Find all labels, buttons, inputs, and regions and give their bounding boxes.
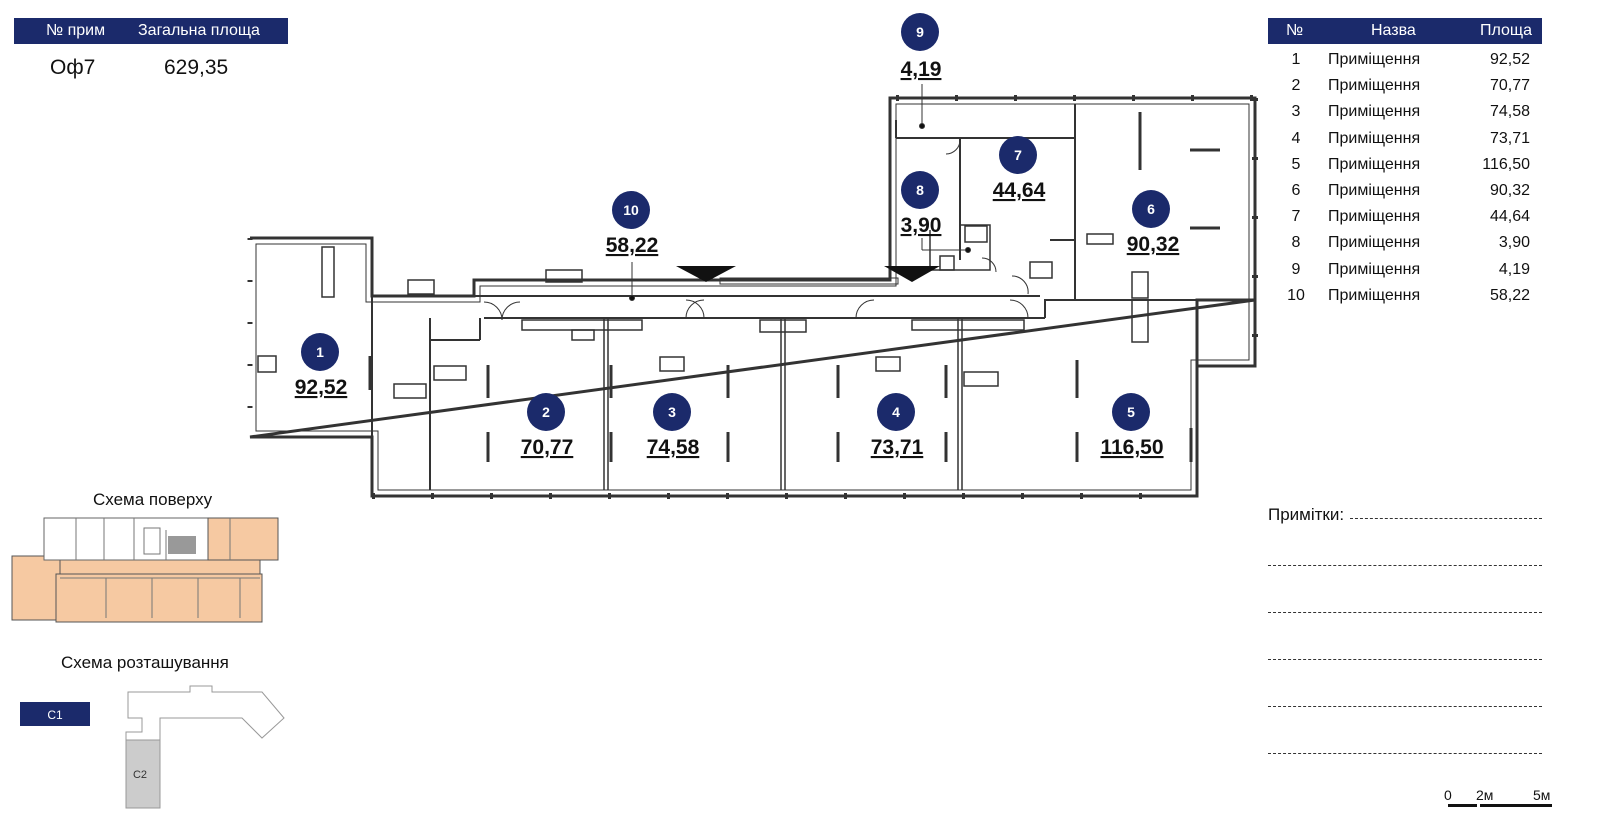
summary-col-no: № прим (46, 22, 106, 39)
rooms-col-name: Назва (1371, 22, 1416, 39)
entrance-marker (676, 266, 736, 282)
room-number: 10 (623, 202, 639, 218)
room-label-9: 9 4,19 (901, 13, 942, 81)
plan-walls (247, 95, 1258, 499)
summary-header: № прим Загальна площа (14, 18, 288, 44)
entrance-marker (884, 266, 940, 282)
notes-line (1268, 659, 1542, 660)
section-c2-label: С2 (133, 769, 147, 781)
room-label-2: 2 70,77 (521, 393, 574, 459)
total-area: 629,35 (164, 56, 229, 79)
floor-scheme-thumbnail (11, 517, 279, 623)
room-label-8: 8 3,90 (901, 171, 942, 237)
room-number: 2 (542, 404, 550, 420)
room-area: 73,71 (871, 436, 924, 459)
room-number: 3 (668, 404, 676, 420)
room-number: 7 (1014, 147, 1022, 163)
notes-line (1268, 706, 1542, 707)
room-label-6: 6 90,32 (1127, 190, 1180, 256)
room-number: 5 (1127, 404, 1135, 420)
location-scheme: С1 С2 (20, 685, 285, 809)
scale-mid: 2м (1476, 787, 1494, 803)
notes-line (1268, 565, 1542, 566)
room-label-10: 10 58,22 (606, 191, 659, 257)
room-label-1: 1 92,52 (295, 333, 348, 399)
scale-end: 5м (1533, 787, 1551, 803)
summary-col-area: Загальна площа (138, 22, 260, 39)
scale-zero: 0 (1444, 787, 1452, 803)
section-c2-marker (125, 739, 161, 809)
room-number: 8 (916, 182, 924, 198)
unit-number: Оф7 (50, 56, 96, 79)
room-label-5: 5 116,50 (1100, 393, 1164, 459)
notes-label: Примітки: (1268, 505, 1345, 524)
room-area: 4,19 (901, 58, 942, 81)
room-label-4: 4 73,71 (871, 393, 924, 459)
section-c1-label: С1 (47, 708, 63, 722)
notes-line (1268, 612, 1542, 613)
room-number: 4 (892, 404, 900, 420)
rooms-col-no: № (1286, 22, 1304, 39)
room-area: 90,32 (1127, 233, 1180, 256)
room-area: 58,22 (606, 234, 659, 257)
floor-scheme-caption: Схема поверху (93, 490, 213, 509)
room-area: 70,77 (521, 436, 574, 459)
room-area: 44,64 (993, 179, 1046, 202)
notes-line (1350, 518, 1542, 519)
room-area: 92,52 (295, 376, 348, 399)
room-label-3: 3 74,58 (647, 393, 700, 459)
room-label-7: 7 44,64 (993, 136, 1046, 202)
notes-line (1268, 753, 1542, 754)
room-area: 74,58 (647, 436, 700, 459)
room-number: 9 (916, 24, 924, 40)
room-area: 116,50 (1100, 436, 1163, 459)
leader-lines (629, 84, 971, 301)
summary-row: Оф7 629,35 (14, 56, 288, 82)
room-number: 6 (1147, 201, 1155, 217)
location-scheme-caption: Схема розташування (61, 653, 229, 672)
rooms-table-header: № Назва Площа (1268, 18, 1542, 44)
scale-bar (1448, 804, 1552, 807)
room-number: 1 (316, 344, 324, 360)
rooms-col-area: Площа (1480, 22, 1532, 39)
room-area: 3,90 (901, 214, 942, 237)
